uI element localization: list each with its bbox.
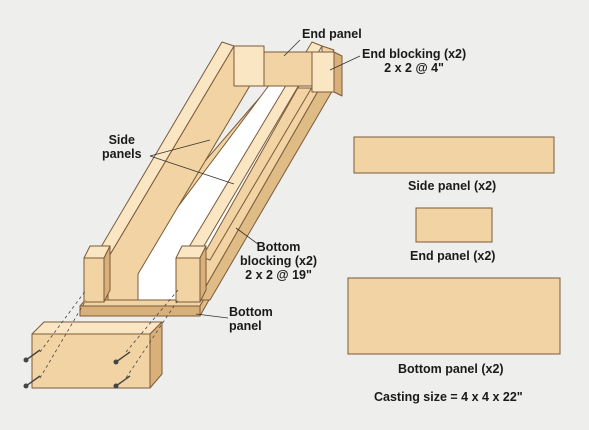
label-end-blocking-line1: End blocking (x2): [362, 47, 467, 61]
label-bottom-blocking-line2: blocking (x2): [240, 254, 318, 268]
end-blocking-near-right-side: [199, 245, 207, 303]
end-blocking-far-left: [233, 45, 265, 87]
screw-icons: [23, 349, 131, 389]
end-panel-far: [263, 51, 313, 87]
label-side-panels-line2: panels: [102, 147, 142, 161]
label-bottom-panel-line2: panel: [229, 319, 262, 333]
end-blocking-near-left-face: [83, 257, 105, 303]
end-blocking-near-left-side: [103, 245, 111, 303]
bottom-panel-piece: [347, 277, 561, 355]
caption-end-panel-piece: End panel (x2): [410, 249, 496, 263]
label-end-blocking: End blocking (x2) 2 x 2 @ 4": [362, 47, 466, 75]
cut-pieces: [347, 136, 561, 355]
label-side-panels: Side panels: [102, 133, 142, 161]
label-bottom-blocking-line1: Bottom: [256, 240, 301, 254]
assembly-guide-lines: [39, 289, 179, 379]
label-end-blocking-line2: 2 x 2 @ 4": [384, 61, 444, 75]
caption-bottom-panel-piece: Bottom panel (x2): [398, 362, 504, 376]
assembled-mold: [31, 41, 343, 389]
caption-casting-size: Casting size = 4 x 4 x 22": [374, 390, 523, 404]
label-bottom-panel-line1: Bottom: [229, 305, 273, 319]
label-side-panels-line1: Side: [108, 133, 135, 147]
label-end-panel: End panel: [302, 27, 362, 41]
label-bottom-blocking-line3: 2 x 2 @ 19": [245, 268, 312, 282]
callout-lines: [149, 39, 361, 319]
label-bottom-panel: Bottom panel: [229, 305, 273, 333]
caption-side-panel-piece: Side panel (x2): [408, 179, 497, 193]
end-panel-near-side: [149, 321, 163, 389]
side-panel-piece: [353, 136, 555, 174]
end-panel-piece: [415, 207, 493, 243]
bottom-panel-front-face: [79, 305, 201, 317]
end-blocking-far-right-side: [333, 51, 343, 97]
end-blocking-near-right-face: [175, 257, 201, 303]
label-bottom-blocking: Bottom blocking (x2) 2 x 2 @ 19": [240, 240, 317, 282]
end-blocking-far-right: [311, 51, 335, 93]
